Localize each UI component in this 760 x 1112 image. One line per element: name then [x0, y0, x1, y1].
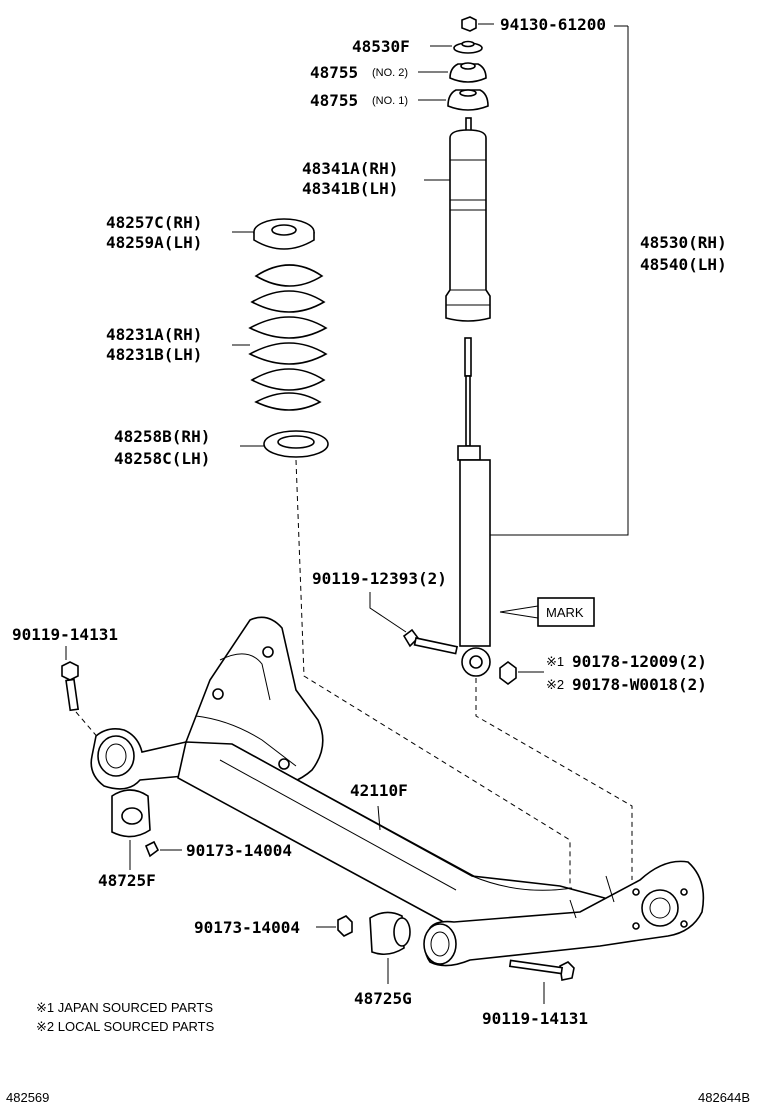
label-shock-rh: 48530(RH)	[640, 233, 727, 252]
label-nut-japan: 90178-12009(2)	[572, 652, 707, 671]
label-support-no1-sub: (NO. 1)	[372, 95, 408, 107]
note-local: ※2 LOCAL SOURCED PARTS	[36, 1019, 215, 1034]
label-nut-top: 94130-61200	[500, 15, 606, 34]
coil-spring-part	[232, 264, 328, 411]
mark-box	[537, 597, 595, 627]
torsion-beam-axle-part	[90, 616, 705, 967]
label-support-no2-sub: (NO. 2)	[372, 67, 408, 79]
label-shock-lh: 48540(LH)	[640, 255, 727, 274]
left-clip-part	[144, 840, 182, 858]
label-bushing-right: 48725G	[354, 989, 412, 1008]
shock-bolt-part	[369, 592, 459, 655]
label-upper-seat-rh: 48257C(RH)	[106, 213, 202, 232]
label-bolt-shock: 90119-12393(2)	[312, 569, 447, 588]
label-nut-local: 90178-W0018(2)	[572, 675, 707, 694]
note-japan: ※1 JAPAN SOURCED PARTS	[36, 1000, 213, 1015]
label-beam: 42110F	[350, 781, 408, 800]
label-lower-seat-rh: 48258B(RH)	[114, 427, 210, 446]
label-cap: 48530F	[352, 37, 410, 56]
label-lower-seat-lh: 48258C(LH)	[114, 449, 210, 468]
label-bumper-rh: 48341A(RH)	[302, 159, 398, 178]
label-nut-japan-mark: ※1	[546, 654, 564, 669]
top-nut-part	[461, 16, 494, 32]
right-bushing-part	[369, 911, 411, 984]
alignment-dashes	[295, 459, 633, 900]
label-upper-seat-lh: 48259A(LH)	[106, 233, 202, 252]
left-bushing-part	[111, 789, 151, 870]
label-spring-lh: 48231B(LH)	[106, 345, 202, 364]
footer-right-code: 482644B	[698, 1090, 750, 1105]
right-bolt-part	[508, 959, 575, 1004]
label-nut-local-mark: ※2	[546, 677, 564, 692]
support-no1-part	[418, 89, 489, 111]
support-no2-part	[418, 62, 487, 83]
label-clip-right: 90173-14004	[194, 918, 300, 937]
lower-spring-seat-part	[240, 430, 329, 458]
label-bushing-left: 48725F	[98, 871, 156, 890]
label-spring-rh: 48231A(RH)	[106, 325, 202, 344]
label-clip-left: 90173-14004	[186, 841, 292, 860]
label-mark: MARK	[546, 605, 584, 620]
label-bolt-left: 90119-14131	[12, 625, 118, 644]
label-bolt-right: 90119-14131	[482, 1009, 588, 1028]
upper-spring-seat-part	[232, 218, 315, 250]
left-bolt-part	[61, 646, 101, 741]
bumper-boot-part	[424, 117, 491, 322]
label-support-no2: 48755	[310, 63, 358, 82]
shock-absorber-part	[457, 337, 539, 677]
shock-nut-part	[499, 661, 544, 685]
cap-part	[430, 40, 483, 54]
shock-group-bracket	[490, 25, 629, 536]
label-bumper-lh: 48341B(LH)	[302, 179, 398, 198]
right-clip-part	[316, 915, 353, 937]
footer-left-code: 482569	[6, 1090, 49, 1105]
label-support-no1: 48755	[310, 91, 358, 110]
